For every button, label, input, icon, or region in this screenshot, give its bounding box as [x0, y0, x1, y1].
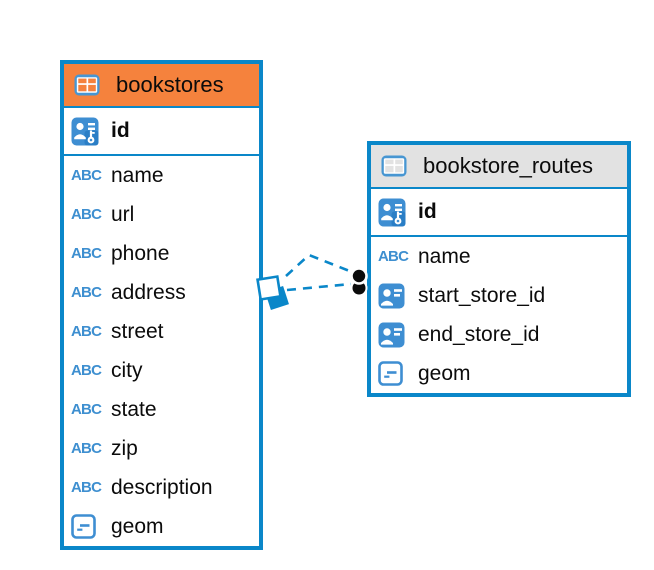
foreign-key-icon	[378, 322, 410, 348]
text-icon: ABC	[71, 284, 102, 301]
column-name: id	[418, 200, 437, 223]
relationship-line-2[interactable]	[286, 282, 352, 292]
column-row-state[interactable]: ABC state	[64, 390, 259, 429]
column-name: zip	[111, 436, 138, 460]
text-icon: ABC	[71, 362, 102, 379]
column-name: description	[111, 475, 213, 499]
table-icon	[74, 74, 106, 96]
column-row-description[interactable]: ABC description	[64, 468, 259, 507]
column-name: street	[111, 319, 164, 343]
primary-key-icon	[71, 117, 103, 146]
column-row-url[interactable]: ABC url	[64, 195, 259, 234]
column-row-geom[interactable]: geom	[371, 354, 627, 393]
column-name: name	[418, 244, 471, 268]
column-name: geom	[418, 361, 471, 385]
text-icon: ABC	[71, 479, 102, 496]
geometry-icon	[71, 514, 103, 539]
geometry-icon	[378, 361, 410, 386]
column-row-phone[interactable]: ABC phone	[64, 234, 259, 273]
column-name: state	[111, 397, 157, 421]
column-name: start_store_id	[418, 283, 546, 307]
column-name: url	[111, 202, 135, 226]
column-row-geom[interactable]: geom	[64, 507, 259, 546]
text-icon: ABC	[71, 245, 102, 262]
column-name: phone	[111, 241, 170, 265]
table-bookstore-routes-header[interactable]: bookstore_routes	[371, 145, 627, 189]
text-icon: ABC	[71, 401, 102, 418]
text-icon: ABC	[71, 167, 102, 184]
column-name: city	[111, 358, 143, 382]
table-title: bookstores	[116, 72, 224, 97]
column-name: end_store_id	[418, 322, 540, 346]
column-row-zip[interactable]: ABC zip	[64, 429, 259, 468]
table-icon	[381, 155, 413, 177]
square-marker-back	[265, 286, 289, 310]
relationship-line-1[interactable]	[285, 253, 353, 277]
column-row-city[interactable]: ABC city	[64, 351, 259, 390]
column-row-street[interactable]: ABC street	[64, 312, 259, 351]
dot-marker-back	[350, 279, 368, 297]
column-row-address[interactable]: ABC address	[64, 273, 259, 312]
column-name: address	[111, 280, 186, 304]
dot-marker-front	[350, 267, 368, 285]
text-icon: ABC	[378, 248, 409, 265]
dot-end-marker[interactable]	[350, 267, 368, 297]
column-row-id[interactable]: id	[64, 108, 259, 156]
text-icon: ABC	[71, 440, 102, 457]
table-title: bookstore_routes	[423, 153, 593, 178]
table-bookstores-header[interactable]: bookstores	[64, 64, 259, 108]
column-name: name	[111, 163, 164, 187]
column-row-name[interactable]: ABC name	[371, 237, 627, 276]
column-row-id[interactable]: id	[371, 189, 627, 237]
foreign-key-icon	[378, 283, 410, 309]
column-row-end_store_id[interactable]: end_store_id	[371, 315, 627, 354]
column-row-start_store_id[interactable]: start_store_id	[371, 276, 627, 315]
primary-key-icon	[378, 198, 410, 227]
column-name: id	[111, 119, 130, 142]
text-icon: ABC	[71, 323, 102, 340]
text-icon: ABC	[71, 206, 102, 223]
column-name: geom	[111, 514, 164, 538]
column-row-name[interactable]: ABC name	[64, 156, 259, 195]
